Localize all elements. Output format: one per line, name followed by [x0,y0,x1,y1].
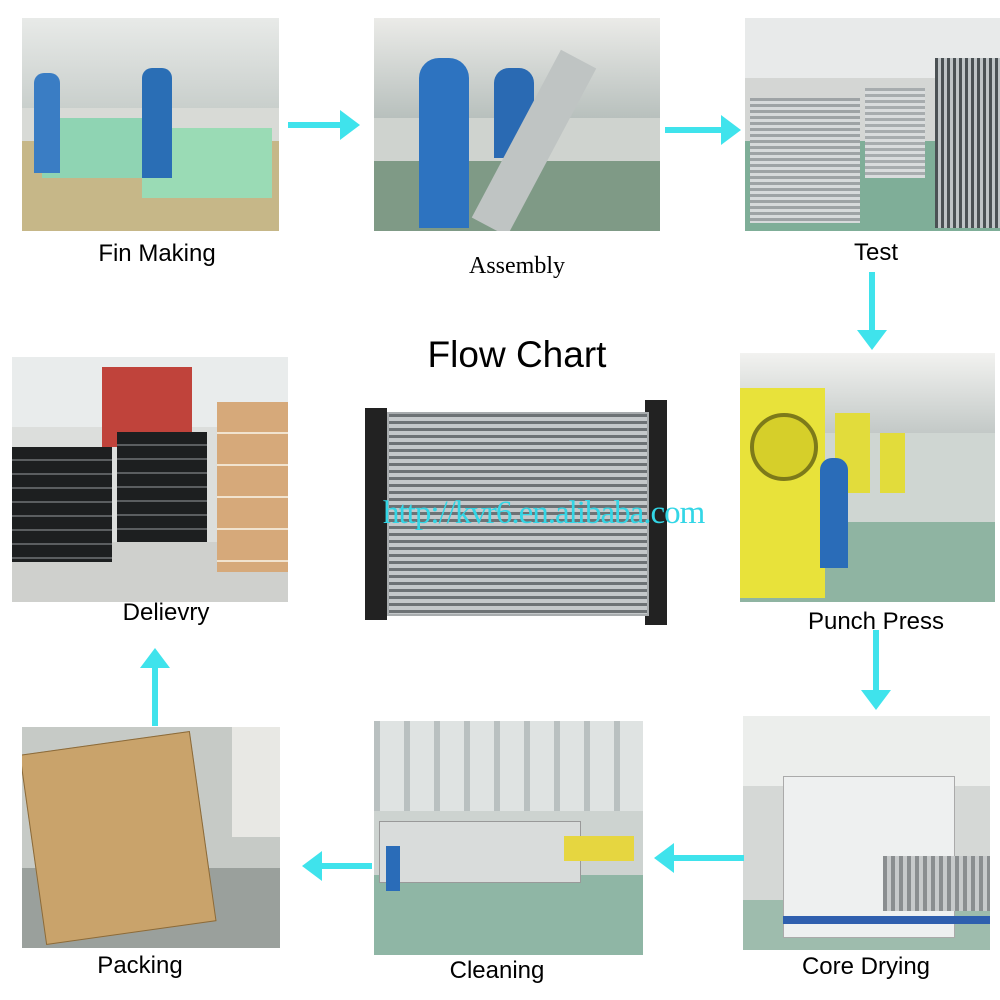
core-drying-photo [743,716,990,950]
step-label-cleaning: Cleaning [449,957,545,984]
arrow-up-icon [140,648,170,726]
step-label-delievry: Delievry [122,599,210,626]
radiator-image [355,400,667,632]
arrow-left-icon [302,851,372,881]
arrow-down-icon [861,630,891,710]
step-label-packing: Packing [97,952,183,979]
step-label-test: Test [853,239,899,266]
assembly-photo [374,18,660,231]
step-label-fin-making: Fin Making [98,240,216,267]
arrow-right-icon [288,110,360,140]
arrow-right-icon [665,115,741,145]
test-photo [745,18,1000,231]
flow-chart-title: Flow Chart [427,334,607,375]
watermark-url: http://kvr6.en.alibaba.com [383,495,705,531]
arrow-down-icon [857,272,887,350]
delivery-photo [12,357,288,602]
step-label-assembly: Assembly [469,253,565,279]
punch-press-photo [740,353,995,602]
step-label-core-drying: Core Drying [801,953,931,980]
arrow-left-icon [654,843,744,873]
packing-photo [22,727,280,948]
fin-making-photo [22,18,279,231]
cleaning-photo [374,721,643,955]
